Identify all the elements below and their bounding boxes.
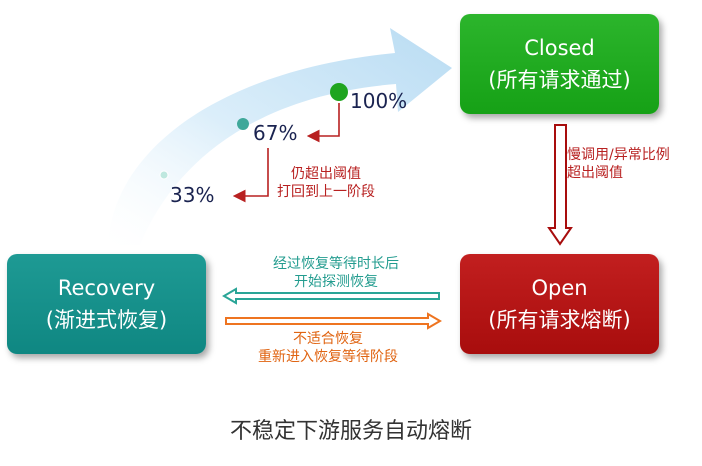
probe-note-line-2: 开始探测恢复 [294, 274, 378, 290]
progress-label-100: 100% [350, 89, 408, 113]
trip-note-line-2: 超出阈值 [567, 165, 623, 181]
back-note-line-2: 重新进入恢复等待阶段 [258, 349, 398, 365]
back-note-line-1: 不适合恢复 [293, 331, 363, 347]
back-to-recovery-arrow [225, 312, 442, 330]
recovery-state: Recovery (渐进式恢复) [7, 254, 206, 354]
back-note: 不适合恢复 重新进入恢复等待阶段 [244, 330, 412, 366]
fallback-note-line-2: 打回到上一阶段 [277, 184, 375, 200]
closed-title: Closed [524, 36, 595, 60]
progress-dot-67 [237, 118, 249, 130]
open-state: Open (所有请求熔断) [460, 254, 659, 354]
open-subtitle: (所有请求熔断) [488, 308, 631, 332]
trip-arrow [547, 124, 573, 246]
probe-arrow [222, 287, 440, 305]
progress-dot-33 [159, 170, 169, 180]
recovery-title: Recovery [57, 276, 156, 300]
fallback-arrow-67-to-33 [232, 148, 269, 203]
trip-note-line-1: 慢调用/异常比例 [567, 147, 670, 163]
probe-note-line-1: 经过恢复等待时长后 [273, 256, 399, 272]
recovery-subtitle: (渐进式恢复) [45, 308, 168, 332]
closed-state: Closed (所有请求通过) [460, 14, 659, 114]
progress-dot-100 [330, 83, 348, 101]
probe-note: 经过恢复等待时长后 开始探测恢复 [256, 255, 416, 291]
fallback-arrow-100-to-67 [306, 103, 340, 143]
recovery-progress-arrow [108, 28, 452, 246]
fallback-note: 仍超出阈值 打回到上一阶段 [277, 165, 375, 201]
progress-label-67: 67% [253, 121, 298, 145]
closed-subtitle: (所有请求通过) [488, 68, 631, 92]
trip-note: 慢调用/异常比例 超出阈值 [567, 146, 670, 182]
diagram-caption: 不稳定下游服务自动熔断 [229, 419, 472, 444]
open-title: Open [531, 276, 588, 300]
progress-label-33: 33% [170, 183, 215, 207]
fallback-note-line-1: 仍超出阈值 [291, 166, 361, 182]
